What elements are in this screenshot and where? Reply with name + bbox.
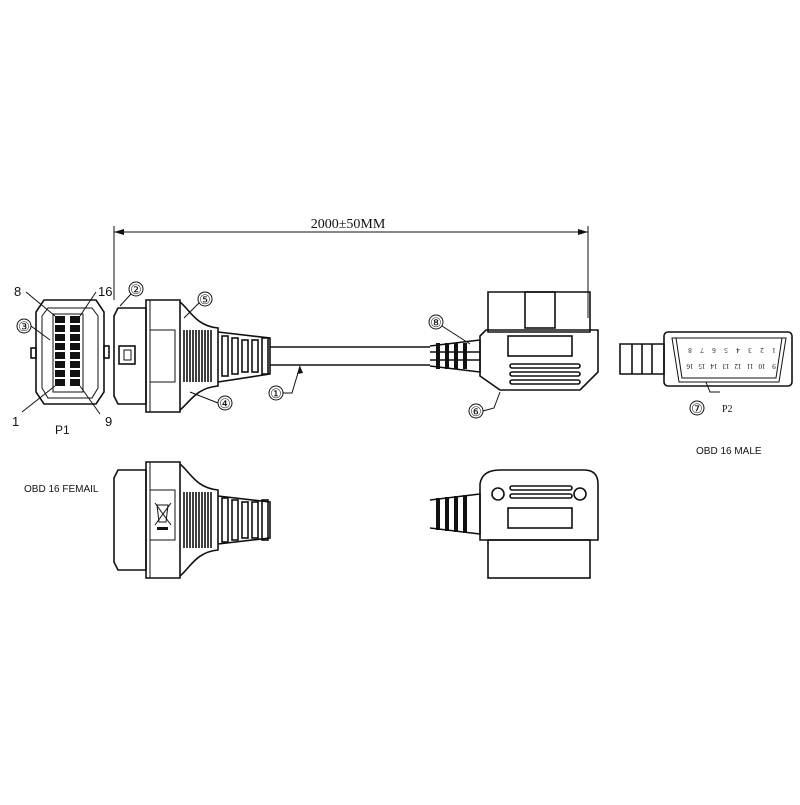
callout-5: ⑤: [199, 292, 211, 307]
p1-label: P1: [55, 423, 70, 437]
svg-text:9: 9: [772, 362, 776, 370]
callout-3: ③: [18, 319, 30, 334]
p1-pin-grid: [55, 316, 80, 386]
p1-bottom-grip-hatch: [183, 492, 212, 548]
callout-6: ⑥: [470, 404, 482, 419]
svg-text:4: 4: [736, 346, 740, 354]
recycle-bin-icon: [154, 502, 172, 530]
callout-8: ⑧: [430, 315, 442, 330]
svg-text:10: 10: [758, 362, 766, 370]
callout-7: ⑦: [691, 401, 703, 416]
p2-bottom-view: [429, 469, 599, 579]
p1-strain-relief: [217, 331, 271, 383]
p1-bottom-view: OBD 16 FEMAIL: [24, 461, 271, 579]
p2-pin-numbers: 8 7 6 5 4 3 2 1 16 15 14 13 12 11 10 9: [686, 346, 776, 370]
dimension-label: 2000±50MM: [311, 217, 386, 232]
p2-side-view: [429, 291, 599, 391]
svg-text:3: 3: [748, 346, 752, 354]
p1-side-view: [113, 299, 271, 413]
svg-text:7: 7: [700, 346, 704, 354]
p2-strain-relief: [429, 339, 481, 373]
p1-pin-9-label: 9: [105, 414, 112, 429]
p1-pin-1-label: 1: [12, 414, 19, 429]
svg-text:8: 8: [688, 346, 692, 354]
svg-text:13: 13: [722, 362, 730, 370]
svg-text:1: 1: [772, 346, 776, 354]
svg-text:15: 15: [698, 362, 706, 370]
callout-1: ①: [270, 386, 282, 401]
svg-text:14: 14: [710, 362, 718, 370]
svg-text:2: 2: [760, 346, 764, 354]
svg-text:11: 11: [746, 362, 753, 370]
callout-2: ②: [130, 282, 142, 297]
svg-text:6: 6: [712, 346, 716, 354]
svg-text:5: 5: [724, 346, 728, 354]
dimension-line: 2000±50MM: [113, 217, 589, 318]
cable: [270, 346, 430, 366]
p1-caption: OBD 16 FEMAIL: [24, 484, 99, 495]
p1-bottom-strain-relief: [217, 495, 271, 545]
p1-pin-16-label: 16: [98, 284, 112, 299]
svg-text:16: 16: [686, 362, 694, 370]
callout-4: ④: [219, 396, 231, 411]
callouts: ② ⑤ ④ ① ⑧ ⑥ ⑦: [119, 281, 705, 419]
p2-caption: OBD 16 MALE: [696, 446, 762, 457]
svg-text:12: 12: [734, 362, 742, 370]
p1-front-view: 8 16 1 9 ③ P1: [12, 284, 112, 437]
p2-front-view: 8 7 6 5 4 3 2 1 16 15 14 13 12 11 10 9 P…: [619, 331, 793, 457]
p2-bottom-strain-relief: [429, 493, 481, 535]
p2-label: P2: [722, 404, 733, 415]
p1-pin-8-label: 8: [14, 284, 21, 299]
p1-grip-hatch: [183, 330, 212, 382]
